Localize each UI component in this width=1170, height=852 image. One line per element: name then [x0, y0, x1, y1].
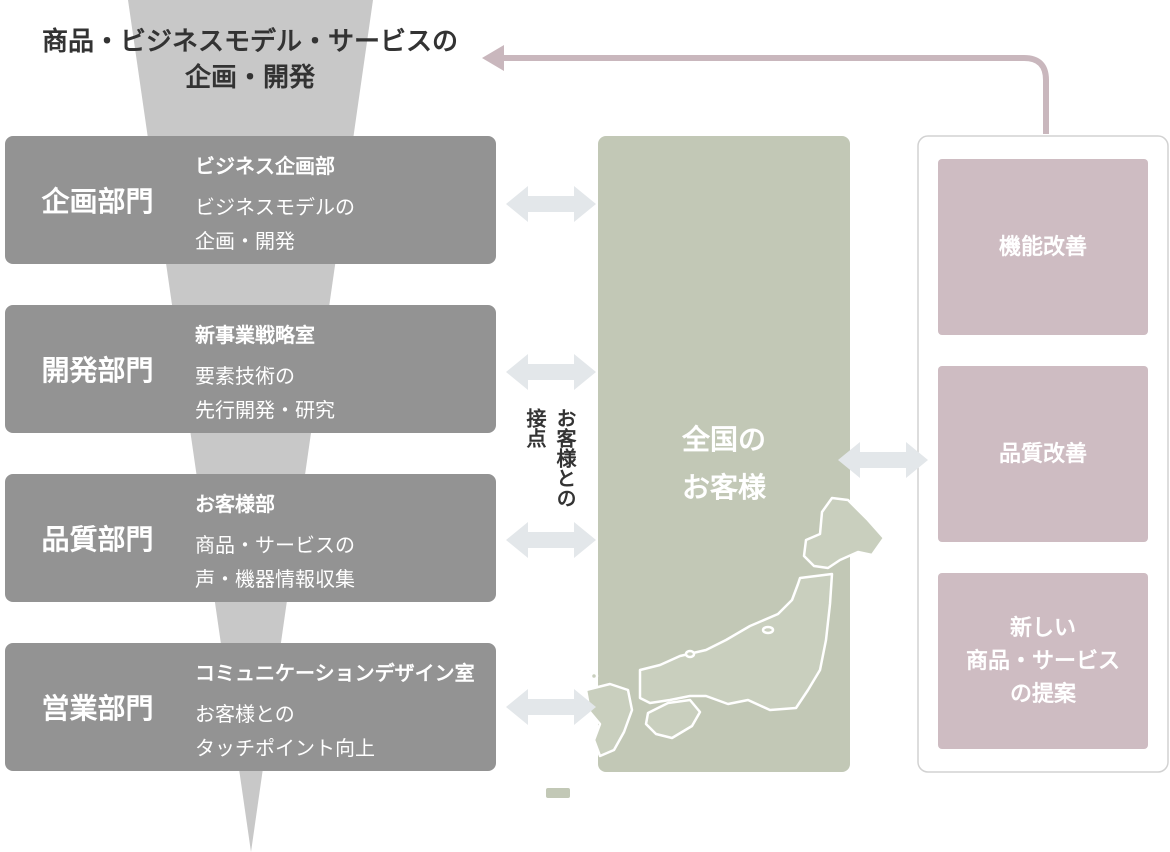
japan-map-icon — [584, 496, 886, 758]
top-goal-line1: 商品・ビジネスモデル・サービスの — [41, 27, 458, 57]
department-subunit: ビジネス企画部 — [195, 154, 335, 178]
department-name: 営業部門 — [41, 692, 154, 725]
department-box-quality: 品質部門 お客様部 商品・サービスの 声・機器情報収集 — [5, 474, 496, 602]
department-subunit: 新事業戦略室 — [195, 323, 315, 347]
honshu-shape — [638, 572, 834, 712]
tsushima-island — [589, 671, 599, 681]
department-box-planning: 企画部門 ビジネス企画部 ビジネスモデルの 企画・開発 — [5, 136, 496, 264]
description-line2: 声・機器情報収集 — [195, 567, 355, 591]
top-goal-title: 商品・ビジネスモデル・サービスの 企画・開発 — [20, 24, 480, 96]
contact-point-label: お客様との接点 — [523, 408, 577, 508]
feedback-arrow — [500, 55, 1049, 134]
department-box-development: 開発部門 新事業戦略室 要素技術の 先行開発・研究 — [5, 305, 496, 433]
oki-island — [684, 649, 696, 659]
department-name: 品質部門 — [41, 523, 154, 556]
link-arrow-3 — [506, 522, 596, 558]
link-arrow-1 — [506, 186, 596, 222]
description-line1: ビジネスモデルの — [195, 195, 355, 219]
link-arrow-4 — [506, 689, 596, 725]
description-line1: 要素技術の — [195, 364, 295, 388]
customers-line2: お客様 — [681, 471, 766, 504]
department-description: ビジネスモデルの 企画・開発 — [195, 190, 355, 258]
customers-label: 全国の お客様 — [598, 416, 850, 512]
okinawa-shape — [546, 788, 570, 798]
improvement-box-quality: 品質改善 — [938, 366, 1148, 542]
link-arrow-customer-improvement — [838, 442, 928, 478]
department-description: 商品・サービスの 声・機器情報収集 — [195, 528, 355, 596]
description-line1: お客様との — [195, 702, 295, 726]
improvement-line1: 機能改善 — [998, 234, 1087, 260]
description-line2: タッチポイント向上 — [195, 736, 375, 760]
department-description: 要素技術の 先行開発・研究 — [195, 359, 335, 427]
improvement-line1: 品質改善 — [998, 441, 1087, 467]
department-box-sales: 営業部門 コミュニケーションデザイン室 お客様との タッチポイント向上 — [5, 643, 496, 771]
improvement-line3: の提案 — [1009, 681, 1076, 707]
description-line2: 企画・開発 — [195, 229, 295, 253]
improvement-box-function: 機能改善 — [938, 159, 1148, 335]
department-subunit: コミュニケーションデザイン室 — [195, 661, 475, 685]
feedback-arrowhead — [482, 45, 504, 71]
department-description: お客様との タッチポイント向上 — [195, 697, 375, 765]
kyushu-shape — [584, 682, 634, 758]
department-name: 開発部門 — [41, 354, 154, 387]
top-goal-line2: 企画・開発 — [184, 63, 315, 93]
department-subunit: お客様部 — [195, 492, 275, 516]
improvement-line1: 新しい — [1009, 615, 1076, 641]
link-arrow-2 — [506, 354, 596, 390]
department-name: 企画部門 — [41, 185, 154, 218]
description-line1: 商品・サービスの — [195, 533, 355, 557]
department-link-arrows — [506, 186, 928, 725]
description-line2: 先行開発・研究 — [195, 398, 335, 422]
hokkaido-shape — [802, 496, 886, 570]
improvement-box-proposal: 新しい 商品・サービス の提案 — [938, 573, 1148, 749]
customers-line1: 全国の — [681, 423, 766, 456]
improvement-line2: 商品・サービス — [965, 648, 1120, 674]
shikoku-shape — [644, 698, 702, 740]
sado-island — [761, 625, 775, 635]
